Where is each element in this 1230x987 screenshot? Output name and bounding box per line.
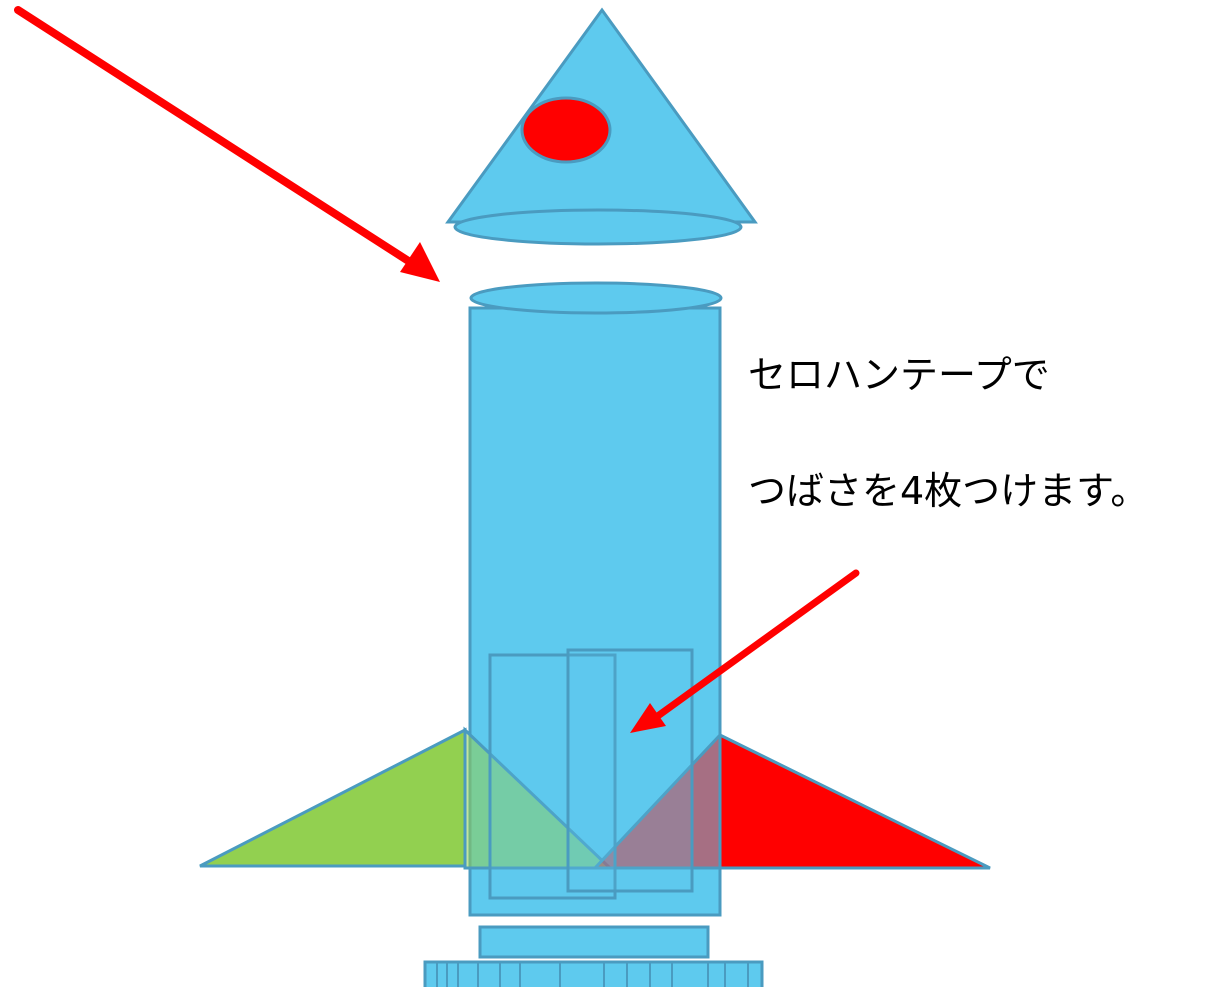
- arrow-down-left-icon: [630, 569, 860, 733]
- arrow-tape-head: [630, 703, 666, 733]
- arrow-down-right-icon: [14, 6, 440, 282]
- bottom-base-segments: [436, 962, 749, 987]
- bottom-base: [423, 960, 764, 987]
- arrow-head: [400, 242, 440, 282]
- left-fin-overlap: [463, 726, 614, 870]
- left-fin: [199, 727, 467, 868]
- right-fin-overlap: [591, 731, 722, 870]
- bottom-ring: [478, 925, 710, 959]
- arrow-shaft: [14, 6, 414, 266]
- right-fin: [718, 732, 991, 870]
- nose-cone: [445, 7, 758, 246]
- caption-line-2: つばさを4枚つけます。: [748, 469, 1149, 513]
- bottom-base-rect: [423, 960, 764, 987]
- window-circle: [520, 96, 612, 164]
- arrow-tape-shaft: [651, 569, 860, 722]
- tape-strip-left: [488, 653, 617, 900]
- tape-strip-right: [566, 648, 694, 893]
- body-tube-top-ellipse: [469, 281, 723, 315]
- nose-cone-base-ellipse: [453, 208, 743, 246]
- caption-line-1: セロハンテープで: [748, 353, 1050, 397]
